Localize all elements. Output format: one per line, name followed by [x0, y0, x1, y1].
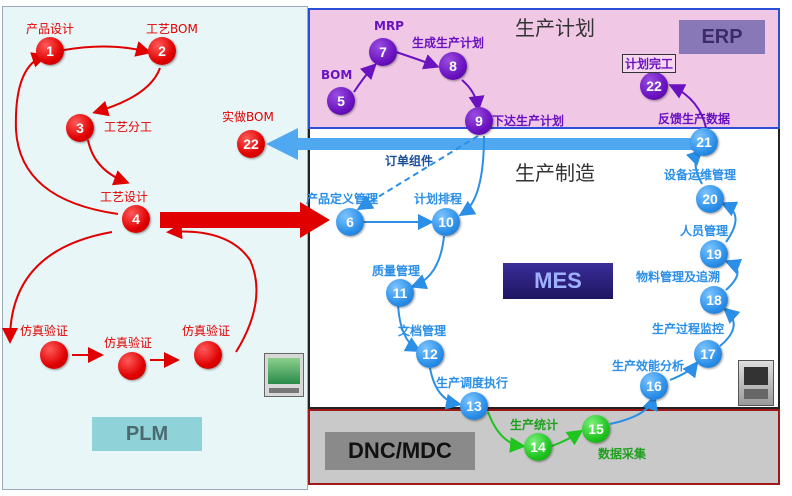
node-3-label: 工艺分工	[104, 120, 153, 134]
node-15: 15	[582, 415, 610, 443]
plm-tag: PLM	[92, 417, 202, 451]
node-14: 14	[524, 433, 552, 461]
sim-label-1: 仿真验证	[20, 324, 69, 338]
node-17-label: 生产过程监控	[652, 322, 725, 336]
node-22-erp-label: 计划完工	[622, 54, 677, 73]
node-20-label: 设备运维管理	[664, 168, 737, 182]
node-5: 5	[327, 87, 355, 115]
machine-tool-icon	[738, 360, 774, 406]
sim-node-2	[118, 352, 146, 380]
node-22-plm: 22	[237, 130, 265, 158]
node-19: 19	[700, 240, 728, 268]
node-22-plm-label: 实做BOM	[222, 110, 274, 124]
node-12: 12	[416, 340, 444, 368]
node-18: 18	[700, 286, 728, 314]
sim-node-3	[194, 341, 222, 369]
mes-tag: MES	[503, 263, 613, 299]
node-2: 2	[148, 37, 176, 65]
node-20: 20	[696, 185, 724, 213]
sim-node-1	[40, 341, 68, 369]
node-6-label: 产品定义管理	[306, 192, 379, 206]
node-2-label: 工艺BOM	[146, 22, 198, 36]
node-9-label: 下达生产计划	[492, 114, 565, 128]
mes-title: 生产制造	[515, 161, 595, 185]
node-16-label: 生产效能分析	[612, 359, 685, 373]
node-1: 1	[36, 37, 64, 65]
node-19-label: 人员管理	[680, 224, 729, 238]
node-6: 6	[336, 208, 364, 236]
node-14-label: 生产统计	[510, 418, 559, 432]
node-1-label: 产品设计	[26, 22, 75, 36]
node-7: 7	[369, 38, 397, 66]
erp-tag: ERP	[679, 20, 765, 54]
node-17: 17	[694, 340, 722, 368]
node-5-label: BOM	[321, 68, 353, 82]
node-4: 4	[122, 205, 150, 233]
sim-label-2: 仿真验证	[104, 336, 153, 350]
node-15-label: 数据采集	[598, 447, 647, 461]
node-10: 10	[432, 208, 460, 236]
node-8: 8	[439, 52, 467, 80]
node-9: 9	[465, 107, 493, 135]
dnc-tag: DNC/MDC	[325, 432, 475, 470]
node-4-label: 工艺设计	[100, 190, 149, 204]
node-22-erp: 22	[640, 72, 668, 100]
feedback-label: 反馈生产数据	[658, 112, 731, 126]
node-11: 11	[386, 279, 414, 307]
node-3: 3	[66, 114, 94, 142]
node-13: 13	[460, 392, 488, 420]
node-12-label: 文档管理	[398, 324, 447, 338]
node-21: 21	[690, 128, 718, 156]
node-7-label: MRP	[374, 19, 404, 33]
sim-label-3: 仿真验证	[182, 324, 231, 338]
node-11-label: 质量管理	[372, 264, 421, 278]
node-18-label: 物料管理及追溯	[636, 270, 721, 284]
node-8-label: 生成生产计划	[412, 36, 485, 50]
node-10-label: 计划排程	[414, 192, 463, 206]
monitor-icon	[264, 353, 304, 397]
node-16: 16	[640, 372, 668, 400]
node-13-label: 生产调度执行	[436, 376, 509, 390]
erp-title: 生产计划	[515, 16, 595, 40]
order-component-label: 订单组件	[385, 154, 434, 168]
